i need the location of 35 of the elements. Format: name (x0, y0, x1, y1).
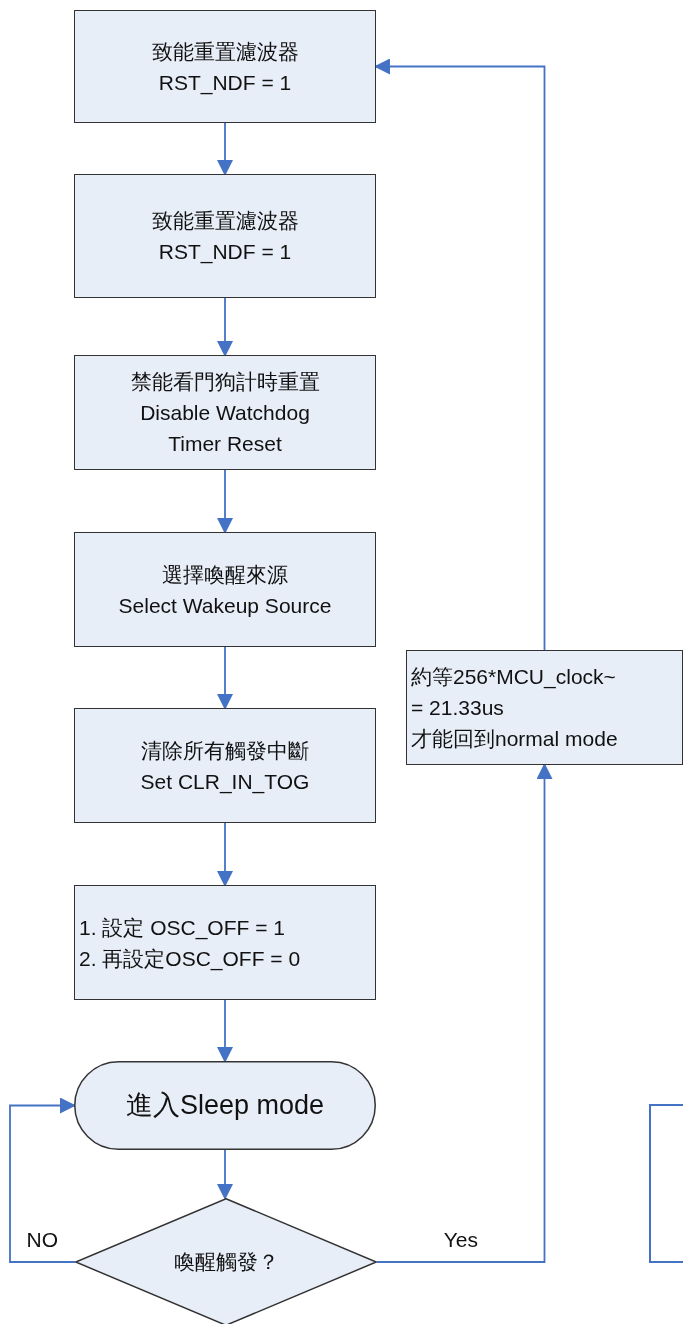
process-box (74, 708, 376, 823)
step-text: 進入Sleep mode (125, 1090, 325, 1121)
arrow (217, 297, 233, 357)
process-box (74, 532, 376, 647)
step-text: 清除所有觸發中斷 (141, 737, 309, 764)
arrow (9, 1097, 76, 1263)
step-text: Disable Watchdog Timer Reset (139, 400, 311, 457)
step-text: 才能回到normal mode (411, 726, 618, 752)
step-text: 1. 設定 OSC_OFF = 1 (79, 914, 285, 942)
arrow (217, 122, 233, 176)
process-box (74, 174, 376, 298)
arrow (217, 469, 233, 534)
step-text: RST_NDF = 1 (158, 239, 292, 266)
arrow (217, 999, 233, 1063)
step-text: Select Wakeup Source (118, 592, 332, 619)
arrow (217, 646, 233, 710)
step-text: 2. 再設定OSC_OFF = 0 (79, 945, 301, 973)
arrow (217, 1149, 233, 1200)
step-text: 致能重置濾波器 (151, 208, 299, 234)
step-text: 選擇喚醒來源 (162, 561, 288, 588)
step-text: 喚醒觸發？ (173, 1249, 279, 1275)
process-box (406, 650, 683, 765)
process-box (74, 10, 376, 123)
arrow (217, 822, 233, 887)
arrow (374, 58, 546, 651)
step-text: RST_NDF = 1 (158, 69, 292, 97)
step-text: 禁能看門狗計時重置 (130, 369, 320, 395)
step-text: Set CLR_IN_TOG (140, 768, 310, 796)
decision-diamond (75, 1198, 377, 1324)
step-text: 約等256*MCU_clock~ = 21.33us (411, 664, 617, 721)
arrow (376, 763, 553, 1263)
process-box (74, 355, 376, 470)
step-text: 致能重置濾波器 (151, 38, 299, 65)
process-box (74, 885, 376, 1000)
terminal-shape (74, 1061, 376, 1150)
